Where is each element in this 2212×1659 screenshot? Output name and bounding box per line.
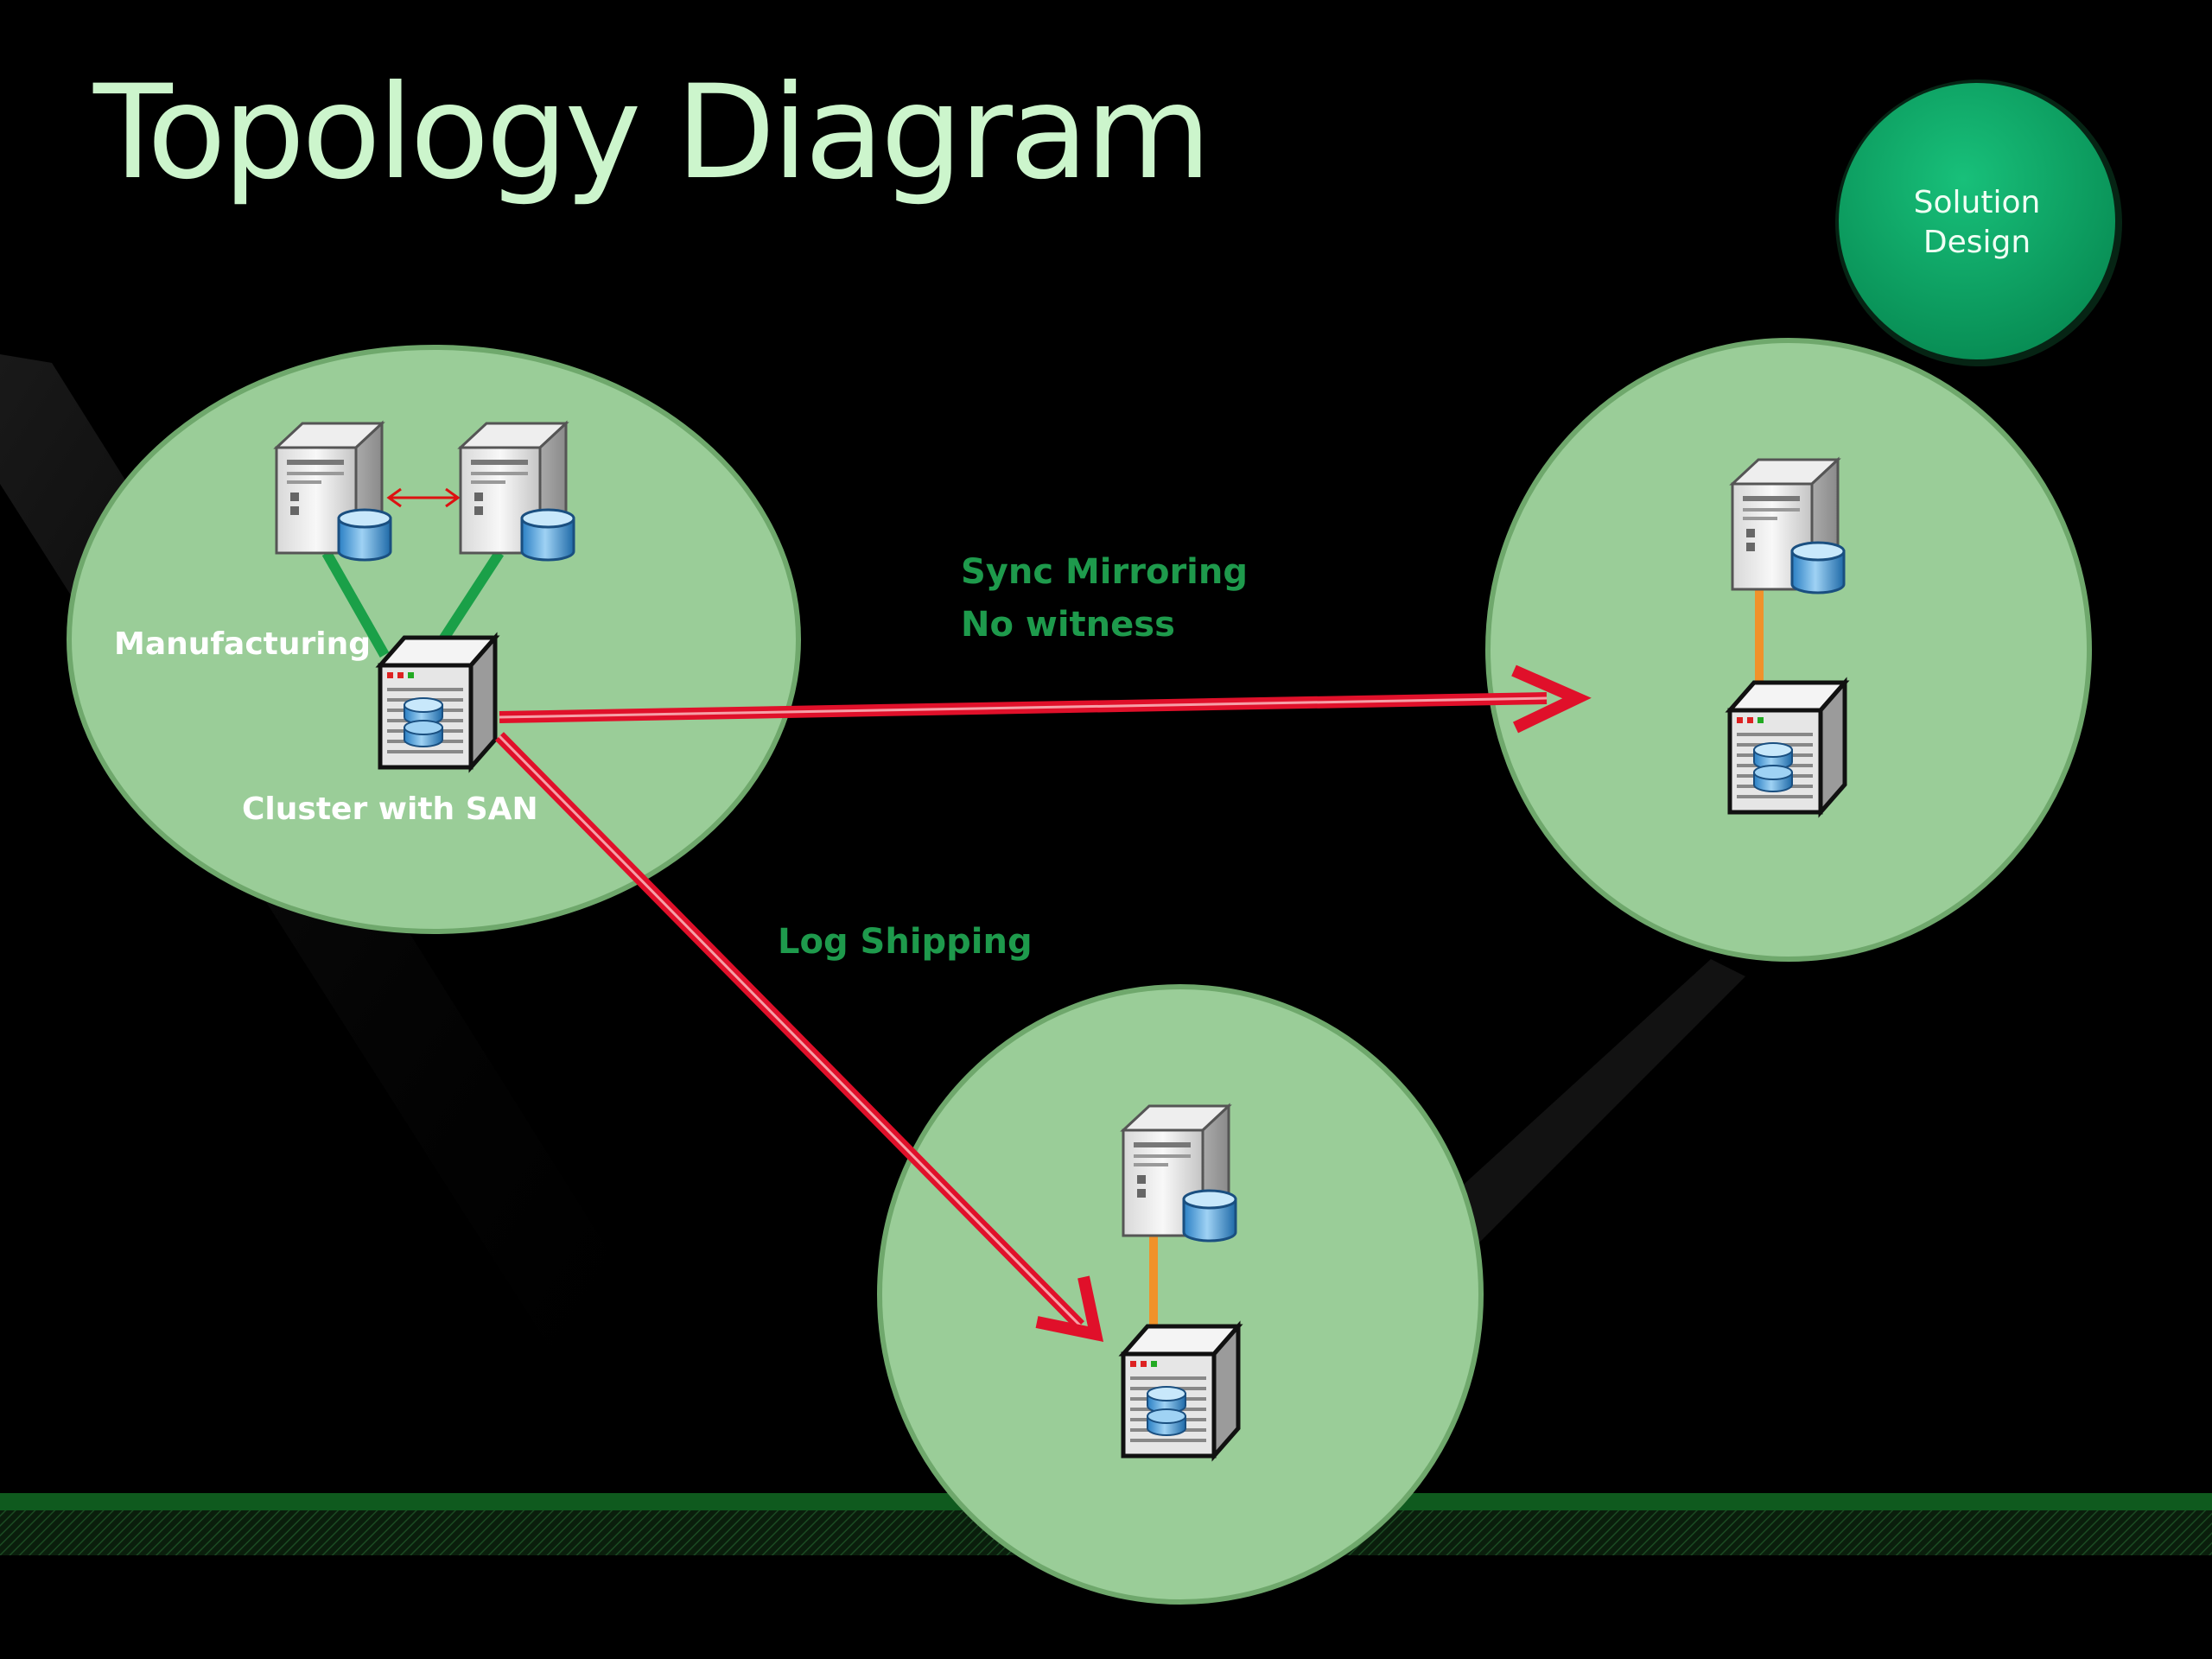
database-icon: [520, 508, 575, 562]
log-shipping-site-ellipse: [877, 984, 1484, 1605]
sync-mirroring-arrow: [499, 664, 1592, 734]
san-storage-icon: [1123, 1326, 1238, 1456]
badge-line-1: Solution: [1914, 185, 2041, 220]
log-shipping-arrow: [495, 732, 1104, 1343]
solution-design-badge: Solution Design: [1835, 79, 2122, 366]
mirror-site-ellipse: [1485, 338, 2092, 962]
log-shipping-label: Log Shipping: [778, 922, 1033, 962]
badge-line-2: Design: [1923, 225, 2031, 260]
site-label-cluster: Cluster with SAN: [242, 791, 538, 827]
san-storage-icon: [1730, 683, 1845, 812]
background-streak: [1417, 959, 1745, 1253]
database-icon: [1790, 541, 1846, 594]
cluster-link: [321, 550, 390, 658]
database-icon: [1182, 1189, 1237, 1243]
heartbeat-arrow: [386, 487, 461, 508]
database-icon: [337, 508, 392, 562]
san-storage-icon: [380, 638, 495, 767]
no-witness-label: No witness: [961, 605, 1175, 645]
sync-mirroring-label: Sync Mirroring: [961, 552, 1248, 592]
site-label-manufacturing: Manufacturing: [114, 626, 371, 662]
page-title: Topology Diagram: [92, 58, 1208, 208]
